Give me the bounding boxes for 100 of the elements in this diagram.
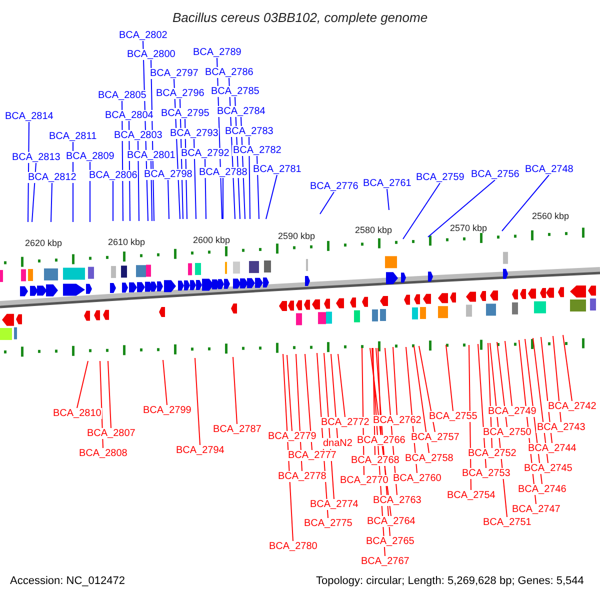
gene-label: BCA_2760 (392, 473, 442, 484)
gene-label: BCA_2785 (210, 86, 260, 97)
gene-label: BCA_2743 (536, 422, 586, 433)
leader-line (76, 360, 88, 408)
gene-label: BCA_2754 (446, 490, 496, 501)
gene-label: BCA_2777 (287, 450, 338, 461)
gene-label: BCA_2809 (65, 151, 116, 162)
gene-label: BCA_2745 (523, 463, 574, 474)
scale-label: 2580 kbp (355, 225, 392, 235)
gene-label: BCA_2755 (428, 411, 478, 422)
gene-label: BCA_2805 (97, 90, 148, 101)
gene-label: BCA_2770 (339, 475, 390, 486)
leader-line (112, 180, 114, 222)
leader-line (392, 346, 398, 416)
leader-line (562, 334, 572, 402)
leader-line (504, 340, 512, 406)
gene-label: BCA_2781 (252, 164, 302, 175)
gene-label: BCA_2756 (470, 169, 520, 180)
leader-line (378, 348, 382, 436)
gene-label: dnaN2 (322, 438, 354, 449)
gene-label: BCA_2765 (365, 536, 416, 547)
gene-label: BCA_2775 (303, 518, 354, 529)
gene-label: BCA_2763 (372, 495, 422, 506)
gene-label: BCA_2812 (27, 172, 78, 183)
leader-line (194, 358, 200, 446)
gene-label: BCA_2751 (482, 517, 532, 528)
leader-line (428, 180, 496, 238)
scale-label: 2610 kbp (108, 237, 146, 247)
leader-line (304, 354, 312, 450)
leader-line (286, 354, 292, 432)
gene-label: BCA_2772 (320, 417, 370, 428)
leader-line (414, 346, 430, 454)
gene-label: BCA_2782 (232, 145, 282, 156)
leader-line (248, 136, 250, 220)
gene-label: BCA_2796 (155, 88, 206, 99)
gene-label: BCA_2768 (350, 455, 400, 466)
leader-line (502, 174, 550, 232)
leader-line (222, 178, 224, 220)
leader-line (168, 180, 170, 220)
gene-label: BCA_2758 (404, 453, 454, 464)
gene-label: BCA_2813 (11, 152, 62, 163)
scale-label: 2620 kbp (25, 238, 62, 248)
gene-label: BCA_2810 (52, 408, 102, 419)
gene-label: BCA_2786 (204, 67, 254, 78)
scale-label: 2600 kbp (193, 235, 230, 245)
gene-label: BCA_2776 (309, 181, 360, 192)
gene-label: BCA_2798 (143, 169, 194, 180)
gene-label: BCA_2750 (482, 427, 532, 438)
leader-line (162, 360, 168, 406)
leader-line (418, 346, 436, 432)
footer-text: Accession: NC_012472 (10, 574, 125, 588)
gene-label: BCA_2746 (517, 484, 568, 495)
gene-label: BCA_2748 (524, 164, 574, 175)
gene-label: BCA_2767 (360, 556, 410, 567)
gene-label: BCA_2761 (362, 178, 412, 189)
gene-label: BCA_2744 (527, 443, 578, 454)
gene-label: BCA_2759 (415, 172, 466, 183)
leader-line (100, 360, 104, 448)
leader-line (194, 138, 196, 220)
leader-line (446, 344, 454, 412)
gene-label: BCA_2752 (467, 448, 518, 459)
gene-label: BCA_2802 (118, 30, 168, 41)
title: Bacillus cereus 03BB102, complete genome (171, 10, 429, 25)
scale-label: 2570 kbp (450, 223, 488, 233)
gene-label: BCA_2794 (175, 445, 226, 456)
gene-label: BCA_2774 (309, 499, 360, 510)
gene-label: BCA_2797 (149, 68, 200, 79)
gene-label: BCA_2753 (461, 468, 512, 479)
gene-label: BCA_2784 (216, 106, 266, 117)
gene-label: BCA_2803 (113, 130, 164, 141)
gene-label: BCA_2792 (180, 148, 230, 159)
leader-line (338, 354, 346, 418)
gene-label: BCA_2742 (547, 401, 598, 412)
gene-label: BCA_2806 (88, 170, 138, 181)
leader-line (50, 182, 52, 222)
scale-label: 2560 kbp (532, 211, 570, 221)
gene-label: BCA_2749 (487, 406, 538, 417)
gene-label: BCA_2789 (192, 47, 242, 58)
gene-label: BCA_2793 (169, 128, 220, 139)
gene-label: BCA_2804 (104, 110, 154, 121)
gene-label: BCA_2808 (78, 448, 128, 459)
leader-line (402, 182, 440, 240)
gene-label: BCA_2766 (356, 435, 406, 446)
leader-line (496, 342, 508, 428)
gene-label: BCA_2787 (212, 424, 262, 435)
leader-line (108, 360, 112, 428)
gene-label: BCA_2799 (142, 405, 192, 416)
gene-label: BCA_2811 (48, 131, 98, 142)
gene-label: BCA_2762 (372, 415, 422, 426)
gene-label: BCA_2783 (224, 126, 274, 137)
leader-line (330, 354, 338, 438)
gene-label: BCA_2788 (198, 167, 248, 178)
leader-line (386, 188, 390, 210)
leader-line (232, 356, 238, 424)
gene-label: BCA_2764 (366, 516, 416, 527)
gene-label: BCA_2780 (268, 541, 318, 552)
leader-line (266, 174, 278, 220)
gene-label: BCA_2795 (160, 108, 210, 119)
gene-label: BCA_2801 (126, 150, 176, 161)
gene-label: BCA_2757 (410, 432, 460, 443)
